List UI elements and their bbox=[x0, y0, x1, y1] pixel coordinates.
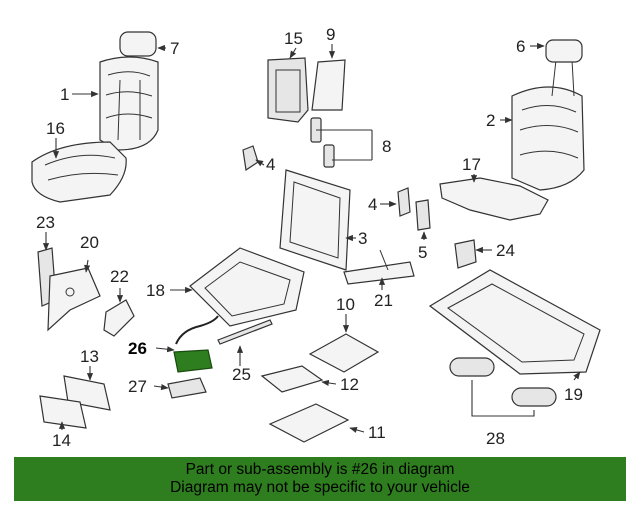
track-14 bbox=[39, 395, 87, 429]
callout-28: 28 bbox=[486, 429, 505, 448]
callout-23: 23 bbox=[36, 213, 55, 232]
callout-26: 26 bbox=[128, 339, 147, 358]
callout-27: 27 bbox=[128, 377, 147, 396]
callout-2: 2 bbox=[486, 111, 495, 130]
bracket-24 bbox=[454, 239, 477, 269]
info-banner: Part or sub-assembly is #26 in diagram D… bbox=[14, 457, 626, 501]
seat-frame-right bbox=[428, 269, 601, 375]
leader-lines bbox=[42, 42, 581, 433]
banner-line-1: Part or sub-assembly is #26 in diagram bbox=[185, 461, 455, 478]
callout-20: 20 bbox=[80, 233, 99, 252]
part-26-harness bbox=[173, 315, 219, 373]
callout-1: 1 bbox=[60, 85, 69, 104]
seat-cushion-left bbox=[31, 141, 127, 203]
callout-4a: 4 bbox=[266, 155, 275, 174]
callout-9: 9 bbox=[326, 25, 335, 44]
callout-3: 3 bbox=[358, 229, 367, 248]
callout-12: 12 bbox=[340, 375, 359, 394]
callout-15: 15 bbox=[284, 29, 303, 48]
seat-back-frame bbox=[279, 169, 351, 271]
seat-back-right bbox=[511, 86, 585, 191]
torsion-rod-25 bbox=[217, 319, 273, 345]
seat-back-left bbox=[99, 56, 159, 151]
callout-25: 25 bbox=[232, 365, 251, 384]
headrest-left bbox=[119, 31, 157, 57]
bracket-4-right bbox=[397, 187, 411, 217]
bracket-21 bbox=[343, 249, 415, 285]
banner-line-2: Diagram may not be specific to your vehi… bbox=[170, 479, 470, 496]
headrest-right bbox=[545, 39, 583, 97]
pads-28 bbox=[449, 357, 557, 417]
headrest-guides bbox=[310, 117, 335, 168]
bracket-22 bbox=[103, 299, 135, 337]
callout-19: 19 bbox=[564, 385, 583, 404]
callout-13: 13 bbox=[80, 347, 99, 366]
callout-5: 5 bbox=[418, 243, 427, 262]
seat-parts-diagram: 1 2 3 4 4 5 6 7 8 9 10 11 12 13 14 15 16… bbox=[31, 25, 601, 450]
bracket-4-left bbox=[242, 145, 259, 172]
callout-16: 16 bbox=[46, 119, 65, 138]
callout-8: 8 bbox=[382, 137, 391, 156]
callout-21: 21 bbox=[374, 291, 393, 310]
callout-18: 18 bbox=[146, 281, 165, 300]
callout-4b: 4 bbox=[368, 195, 377, 214]
callout-10: 10 bbox=[336, 295, 355, 314]
callout-17: 17 bbox=[462, 155, 481, 174]
callout-6: 6 bbox=[516, 37, 525, 56]
seat-cushion-right bbox=[439, 177, 549, 221]
callout-labels: 1 2 3 4 4 5 6 7 8 9 10 11 12 13 14 15 16… bbox=[36, 25, 583, 450]
callout-14: 14 bbox=[52, 431, 71, 450]
bracket-20 bbox=[47, 267, 101, 332]
callout-11: 11 bbox=[368, 423, 386, 442]
callout-7: 7 bbox=[170, 39, 179, 58]
back-panel-15 bbox=[267, 57, 309, 123]
back-panel-9 bbox=[311, 59, 346, 111]
seat-frame-left bbox=[189, 247, 305, 327]
cover-11 bbox=[268, 403, 350, 443]
bracket-5 bbox=[415, 199, 431, 231]
panel-10 bbox=[308, 333, 380, 373]
callout-22: 22 bbox=[110, 267, 129, 286]
callout-24: 24 bbox=[496, 241, 515, 260]
panel-12 bbox=[260, 365, 324, 393]
part-27 bbox=[167, 377, 207, 399]
